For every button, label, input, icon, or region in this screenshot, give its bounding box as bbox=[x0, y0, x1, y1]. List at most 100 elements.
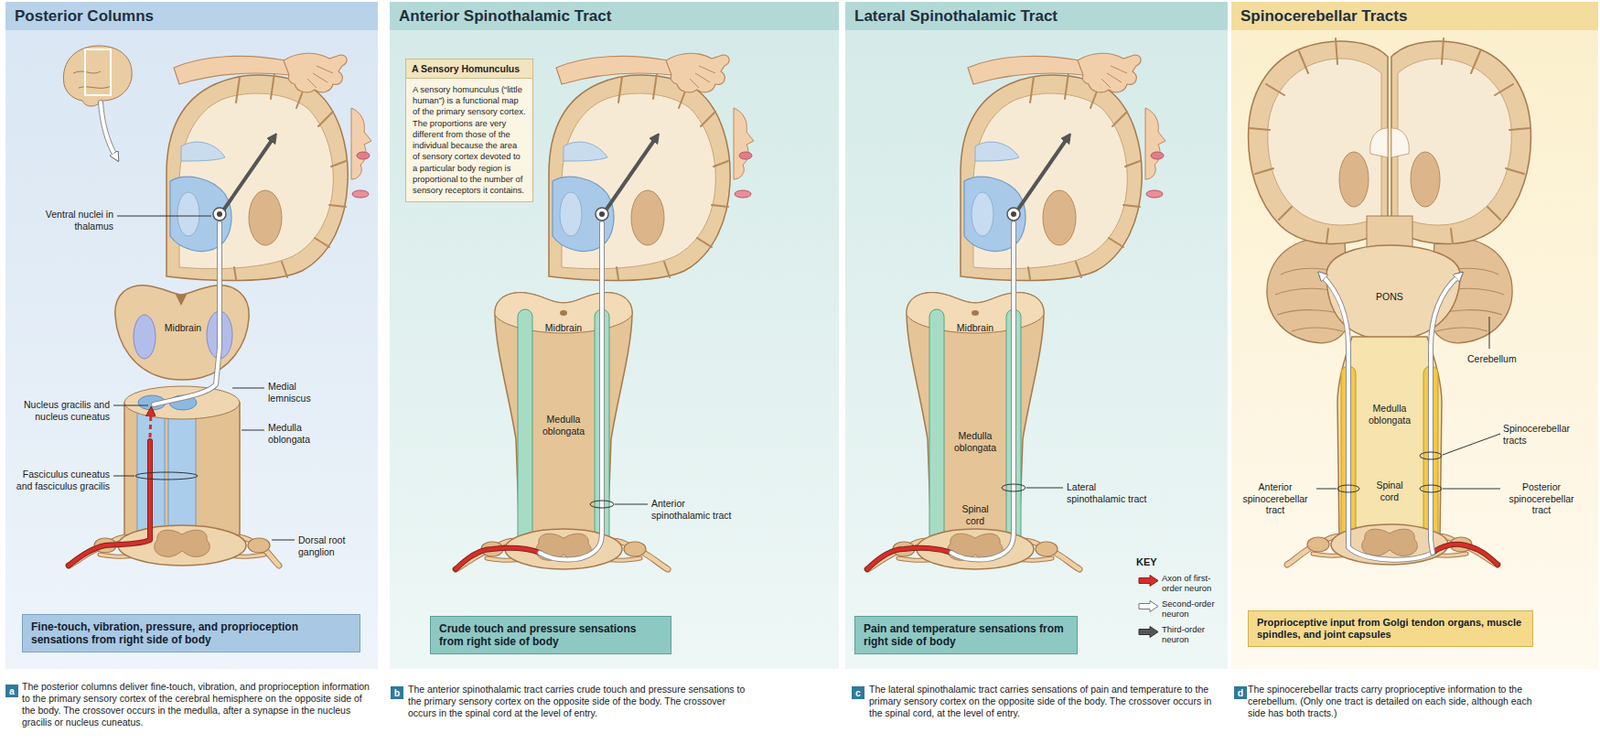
sulcus bbox=[1266, 84, 1285, 96]
legend-arrow-sample bbox=[1138, 600, 1160, 613]
third-order-neuron bbox=[223, 139, 273, 211]
lateral-ventricle bbox=[1370, 128, 1388, 158]
sidebar-body: A sensory homunculus (“little human”) is… bbox=[406, 78, 533, 202]
info-sidebar: A Sensory HomunculusA sensory homunculus… bbox=[405, 58, 534, 203]
sulcus bbox=[697, 237, 712, 247]
medulla-top bbox=[124, 386, 240, 419]
sulcus bbox=[1509, 128, 1530, 130]
homunculus-finger bbox=[312, 73, 328, 83]
sulcus bbox=[1030, 76, 1034, 103]
panel-illustration bbox=[1231, 1, 1599, 669]
structure-label: Medulla oblongata bbox=[943, 429, 1008, 453]
sensation-box-text: Pain and temperature sensations from rig… bbox=[863, 622, 1069, 649]
sulcus bbox=[664, 261, 670, 278]
lateral-ventricle bbox=[1391, 128, 1409, 158]
structure-label: Midbrain bbox=[938, 322, 1012, 334]
sulcus bbox=[1255, 168, 1274, 174]
caption-badge: c bbox=[851, 686, 865, 699]
leader-line bbox=[1489, 316, 1491, 349]
sulcus bbox=[1494, 84, 1514, 96]
first-order-axon-dashed bbox=[150, 413, 151, 438]
caption-badge: b bbox=[390, 686, 404, 699]
dorsal-root-ganglion bbox=[1035, 541, 1058, 557]
midbrain-section bbox=[115, 285, 249, 380]
structure-label: Spinocerebellar tracts bbox=[1503, 422, 1588, 446]
neuron-body bbox=[216, 211, 223, 217]
sulcus bbox=[1471, 51, 1481, 74]
panel-title: Posterior Columns bbox=[5, 1, 378, 31]
sulcus bbox=[270, 73, 275, 99]
hemisphere bbox=[1248, 38, 1388, 245]
structure-label: Spinal cord bbox=[956, 503, 994, 527]
second-order-neuron bbox=[1322, 276, 1433, 560]
sulcus bbox=[1123, 204, 1140, 207]
first-order-axon-edge bbox=[455, 547, 540, 570]
sulcus bbox=[616, 267, 619, 280]
badge-letter: c bbox=[851, 686, 865, 699]
sulcus bbox=[1299, 51, 1309, 74]
sulcus bbox=[1108, 237, 1124, 247]
caption-badge: a bbox=[5, 684, 19, 698]
ventral-nucleus bbox=[595, 207, 609, 221]
sulcus bbox=[1505, 168, 1525, 174]
leader-line bbox=[232, 387, 265, 389]
sulcus bbox=[1064, 73, 1069, 99]
legend-arrow bbox=[1138, 625, 1159, 637]
homunculus-tongue bbox=[352, 190, 369, 198]
brainstem-body bbox=[494, 292, 633, 540]
structure-label: Dorsal root ganglion bbox=[298, 534, 359, 558]
second-order-neuron-edge bbox=[539, 223, 602, 560]
leader-ring bbox=[1001, 483, 1026, 492]
cerebral-aqueduct bbox=[175, 294, 187, 306]
panel-illustration bbox=[5, 1, 378, 669]
homunculus-face bbox=[1145, 107, 1166, 180]
leader-ring bbox=[590, 500, 614, 508]
figure-caption: The lateral spinothalamic tract carries … bbox=[869, 683, 1217, 720]
second-order-neuron-edge bbox=[1322, 276, 1433, 560]
first-order-axon-edge bbox=[68, 440, 151, 566]
sulcus bbox=[236, 76, 240, 103]
second-order-neuron bbox=[539, 223, 602, 560]
panel-title: Anterior Spinothalamic Tract bbox=[389, 1, 839, 31]
brainstem bbox=[455, 139, 668, 570]
icon-arrow bbox=[100, 102, 116, 156]
dorsal-root-ganglion bbox=[247, 537, 270, 553]
sulcus bbox=[1249, 128, 1270, 130]
homunculus-lips bbox=[739, 151, 752, 160]
homunculus-hand bbox=[665, 53, 730, 93]
sulcus bbox=[1028, 267, 1031, 280]
second-order-neuron bbox=[153, 223, 220, 405]
structure-label: Ventral nuclei in thalamus bbox=[27, 208, 114, 232]
midbrain-face bbox=[906, 292, 1044, 333]
dorsal-root-ganglion bbox=[623, 541, 646, 557]
leader-line bbox=[271, 539, 295, 541]
leader-ring bbox=[1419, 451, 1442, 460]
sulcus bbox=[1326, 228, 1329, 244]
brainstem bbox=[867, 139, 1080, 570]
structure-label: Anterior spinothalamic tract bbox=[651, 497, 734, 521]
legend-row: Third-order neuron bbox=[1138, 624, 1226, 645]
sulcus bbox=[653, 73, 657, 99]
ventral-nucleus bbox=[1007, 207, 1021, 221]
homunculus-arm bbox=[967, 55, 1085, 85]
basal-nucleus bbox=[1410, 151, 1440, 207]
half-brain bbox=[166, 53, 372, 280]
leader-line bbox=[113, 475, 135, 477]
sulcus bbox=[1278, 206, 1292, 220]
legend-text: Third-order neuron bbox=[1161, 624, 1225, 645]
structure-label: Nucleus gracilis and nucleus cuneatus bbox=[9, 398, 110, 422]
leader-ring bbox=[135, 472, 198, 480]
badge-letter: a bbox=[5, 684, 19, 698]
sulcus bbox=[1441, 38, 1444, 65]
icon-arrow-edge bbox=[100, 102, 116, 156]
leader-line bbox=[241, 429, 265, 431]
gray-matter bbox=[154, 529, 211, 557]
dorsal-root-ganglion bbox=[1307, 536, 1330, 552]
homunculus-tongue bbox=[1146, 190, 1163, 198]
legend-arrow bbox=[1138, 600, 1159, 612]
leader-line bbox=[117, 215, 212, 217]
sensation-box: Crude touch and pressure sensations from… bbox=[429, 615, 672, 656]
sensation-box: Proprioceptive input from Golgi tendon o… bbox=[1247, 610, 1534, 647]
structure-label: Midbrain bbox=[526, 322, 601, 334]
leader-line bbox=[1316, 488, 1337, 490]
